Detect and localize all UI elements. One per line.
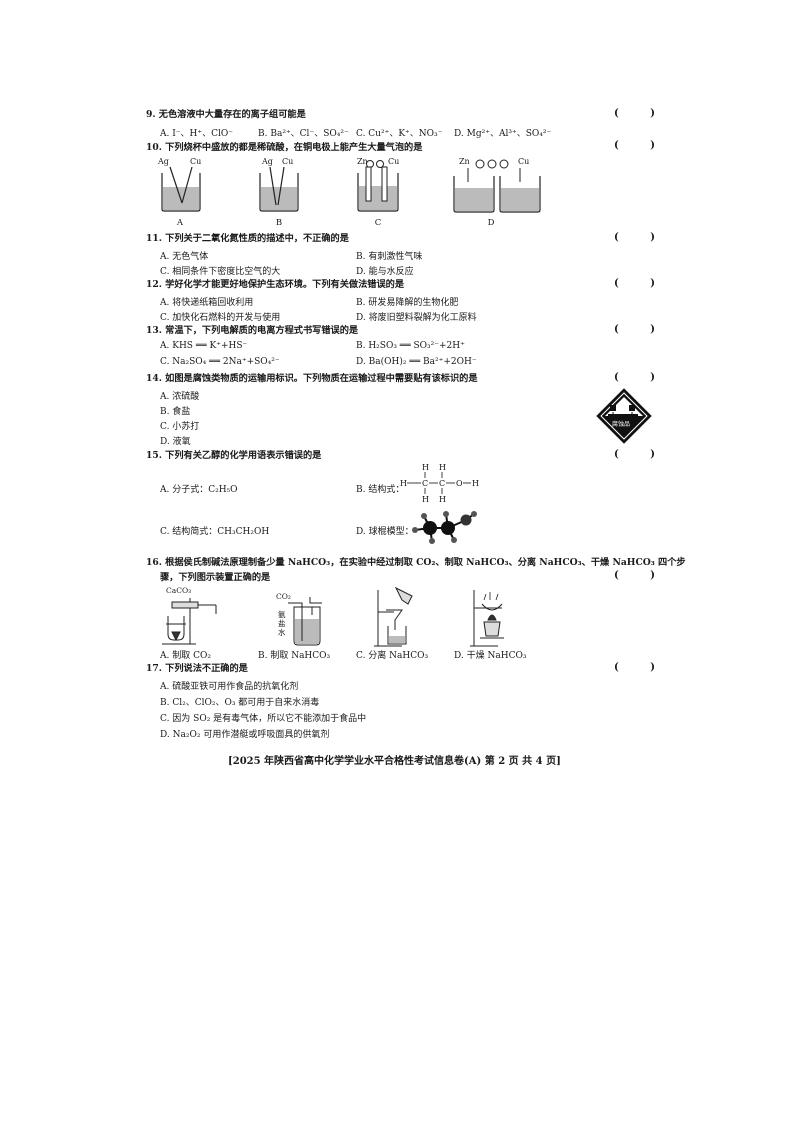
q13-answer-paren: ( ) xyxy=(614,324,669,335)
svg-text:H: H xyxy=(422,495,429,504)
svg-text:H: H xyxy=(472,479,479,488)
q12-option-d: D. 将废旧塑料裂解为化工原料 xyxy=(356,313,477,323)
q17-option-a: A. 硫酸亚铁可用作食品的抗氧化剂 xyxy=(160,682,299,692)
q16-answer-paren: ( ) xyxy=(614,570,669,581)
q10-beaker-d xyxy=(453,159,541,213)
q14-option-a: A. 浓硫酸 xyxy=(160,392,200,402)
q16-apparatus-b xyxy=(288,597,322,646)
q10-beaker-a xyxy=(161,166,201,212)
q10-beaker-b xyxy=(259,166,299,212)
q10-label-c: C xyxy=(374,218,382,228)
corrosive-sign-icon xyxy=(596,388,652,444)
q14-option-d: D. 液氧 xyxy=(160,437,191,447)
q13-stem: 13. 常温下，下列电解质的电离方程式书写错误的是 xyxy=(146,325,359,336)
q11-stem: 11. 下列关于二氧化氮性质的描述中，不正确的是 xyxy=(146,233,349,244)
q11-option-c: C. 相同条件下密度比空气的大 xyxy=(160,267,281,277)
q13-option-c: C. Na₂SO₄ ══ 2Na⁺+SO₄²⁻ xyxy=(160,357,280,367)
svg-text:H: H xyxy=(422,463,429,472)
q11-answer-paren: ( ) xyxy=(614,232,669,243)
q17-option-d: D. Na₂O₂ 可用作潜艇或呼吸面具的供氧剂 xyxy=(160,730,330,740)
q16-label-caco3: CaCO₃ xyxy=(166,586,192,595)
q15-stem: 15. 下列有关乙醇的化学用语表示错误的是 xyxy=(146,450,322,461)
q14-answer-paren: ( ) xyxy=(614,372,669,383)
q15-option-a: A. 分子式：C₂H₅O xyxy=(160,485,238,495)
q16-option-c: C. 分离 NaHCO₃ xyxy=(356,651,429,661)
svg-text:C: C xyxy=(422,479,428,488)
q16-option-b: B. 制取 NaHCO₃ xyxy=(258,651,331,661)
q13-option-b: B. H₂SO₃ ══ SO₃²⁻+2H⁺ xyxy=(356,341,465,351)
q9-answer-paren: ( ) xyxy=(614,108,669,119)
q9-stem: 9. 无色溶液中大量存在的离子组可能是 xyxy=(146,109,306,120)
q13-option-d: D. Ba(OH)₂ ══ Ba²⁺+2OH⁻ xyxy=(356,357,477,367)
q12-option-a: A. 将快递纸箱回收利用 xyxy=(160,298,254,308)
ethanol-ball-stick-model xyxy=(412,511,477,544)
q12-answer-paren: ( ) xyxy=(614,278,669,289)
q15-option-b: B. 结构式： xyxy=(356,485,405,495)
q10-a-electrode-right: Cu xyxy=(190,157,202,166)
q10-b-electrode-right: Cu xyxy=(282,157,294,166)
svg-text:O: O xyxy=(456,479,463,488)
q16-option-d: D. 干燥 NaHCO₃ xyxy=(454,651,527,661)
q10-d-electrode-left: Zn xyxy=(459,157,470,166)
q10-b-electrode-left: Ag xyxy=(262,157,273,166)
q10-a-electrode-left: Ag xyxy=(158,157,169,166)
q17-option-c: C. 因为 SO₂ 是有毒气体，所以它不能添加于食品中 xyxy=(160,714,367,724)
q10-stem: 10. 下列烧杯中盛放的都是稀硫酸，在铜电极上能产生大量气泡的是 xyxy=(146,142,423,153)
q10-label-a: A xyxy=(176,218,184,228)
q14-stem: 14. 如图是腐蚀类物质的运输用标识。下列物质在运输过程中需要贴有该标识的是 xyxy=(146,373,478,384)
q10-beaker-c xyxy=(357,160,399,212)
q16-apparatus-a xyxy=(162,598,217,645)
q11-option-d: D. 能与水反应 xyxy=(356,267,414,277)
q17-stem: 17. 下列说法不正确的是 xyxy=(146,663,248,674)
q10-c-electrode-right: Cu xyxy=(388,157,400,166)
svg-text:H: H xyxy=(400,479,407,488)
q9-option-d: D. Mg²⁺、Al³⁺、SO₄²⁻ xyxy=(454,129,552,139)
svg-text:H: H xyxy=(439,463,446,472)
q17-option-b: B. Cl₂、ClO₂、O₃ 都可用于自来水消毒 xyxy=(160,698,320,708)
q15-option-c: C. 结构简式：CH₃CH₂OH xyxy=(160,527,270,537)
q11-option-b: B. 有刺激性气味 xyxy=(356,252,423,262)
q12-option-b: B. 研发易降解的生物化肥 xyxy=(356,298,459,308)
q9-option-c: C. Cu²⁺、K⁺、NO₃⁻ xyxy=(356,129,443,139)
q17-answer-paren: ( ) xyxy=(614,662,669,673)
q16-stem-line2: 骤，下列图示装置正确的是 xyxy=(160,572,271,583)
q15-answer-paren: ( ) xyxy=(614,449,669,460)
q10-answer-paren: ( ) xyxy=(614,140,669,151)
q11-option-a: A. 无色气体 xyxy=(160,252,209,262)
q10-label-d: D xyxy=(487,218,495,228)
q16-stem: 16. 根据侯氏制碱法原理制备少量 NaHCO₃，在实验中经过制取 CO₂、制取… xyxy=(146,557,686,568)
q13-option-a: A. KHS ══ K⁺+HS⁻ xyxy=(160,341,248,351)
q14-option-c: C. 小苏打 xyxy=(160,422,200,432)
svg-text:C: C xyxy=(439,479,445,488)
q12-stem: 12. 学好化学才能更好地保护生态环境。下列有关做法错误的是 xyxy=(146,279,405,290)
q10-c-electrode-left: Zn xyxy=(357,157,368,166)
q12-option-c: C. 加快化石燃料的开发与使用 xyxy=(160,313,281,323)
q10-label-b: B xyxy=(275,218,283,228)
q16-label-co2: CO₂ xyxy=(276,592,291,601)
q16-option-a: A. 制取 CO₂ xyxy=(160,651,211,661)
svg-text:H: H xyxy=(439,495,446,504)
q16-label-ammonia-brine: 氨盐水 xyxy=(278,610,286,637)
page-footer: [2025 年陕西省高中化学学业水平合格性考试信息卷(A) 第 2 页 共 4 … xyxy=(228,756,561,767)
q9-option-b: B. Ba²⁺、Cl⁻、SO₄²⁻ xyxy=(258,129,349,139)
q16-apparatus-d xyxy=(470,590,504,647)
q16-apparatus-c xyxy=(374,586,413,647)
corrosive-sign-text: 腐蚀品 xyxy=(612,421,631,428)
q15-option-d: D. 球棍模型： xyxy=(356,527,414,537)
q10-d-electrode-right: Cu xyxy=(518,157,530,166)
q14-option-b: B. 食盐 xyxy=(160,407,191,417)
q9-option-a: A. I⁻、H⁺、ClO⁻ xyxy=(160,129,234,139)
